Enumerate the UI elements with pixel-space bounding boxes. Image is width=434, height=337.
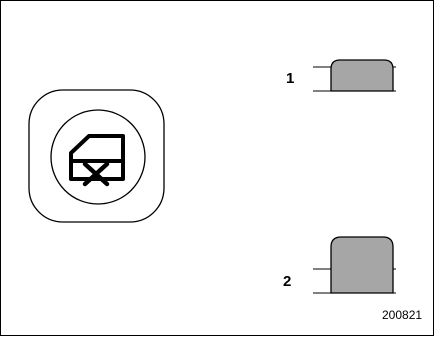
- button-state-2-diagram: [313, 236, 396, 294]
- button-released-shape: [330, 59, 394, 92]
- callout-1: 1: [286, 70, 295, 87]
- figure-code: 200821: [382, 308, 423, 322]
- button-state-1-diagram: [313, 59, 396, 92]
- button-pressed-shape: [330, 236, 394, 294]
- lock-switch-button: [50, 109, 146, 205]
- callout-2: 2: [283, 273, 292, 290]
- window-lock-icon: [69, 134, 125, 187]
